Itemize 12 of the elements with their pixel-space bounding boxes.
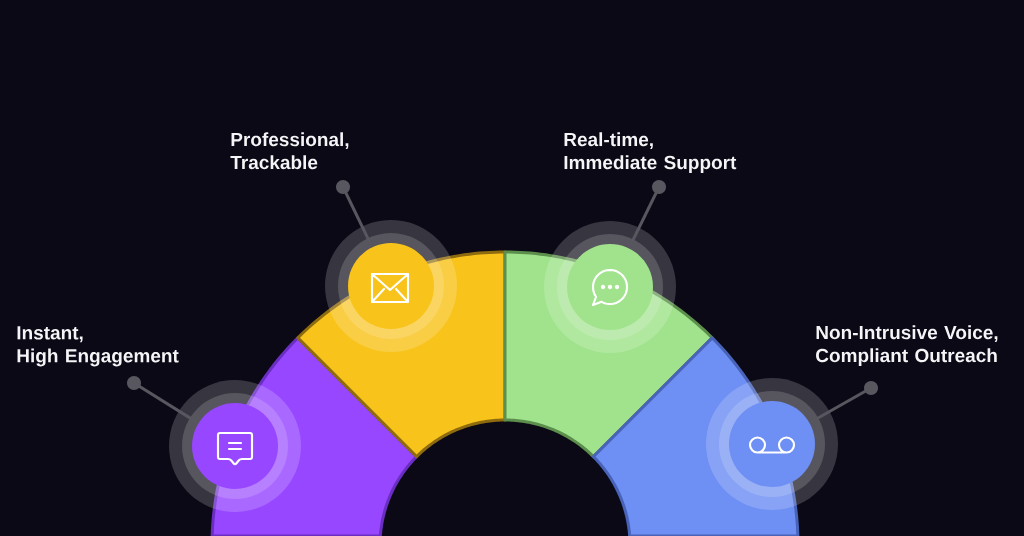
icon-circle: [192, 403, 278, 489]
callout-label: Professional, Trackable: [230, 132, 349, 170]
callout-label: Instant, High Engagement: [17, 326, 179, 367]
leader-line: [627, 180, 666, 249]
callout-label: Real-time, Immediate Support: [564, 132, 737, 173]
leader-line: [808, 381, 878, 424]
icon-circle: [729, 401, 815, 487]
icon-circle: [348, 243, 434, 329]
callout-label: Non-Intrusive Voice, Compliant Outreach: [816, 325, 998, 366]
icon-circle: [567, 244, 653, 330]
leader-line: [127, 376, 200, 425]
leader-line: [336, 180, 374, 248]
